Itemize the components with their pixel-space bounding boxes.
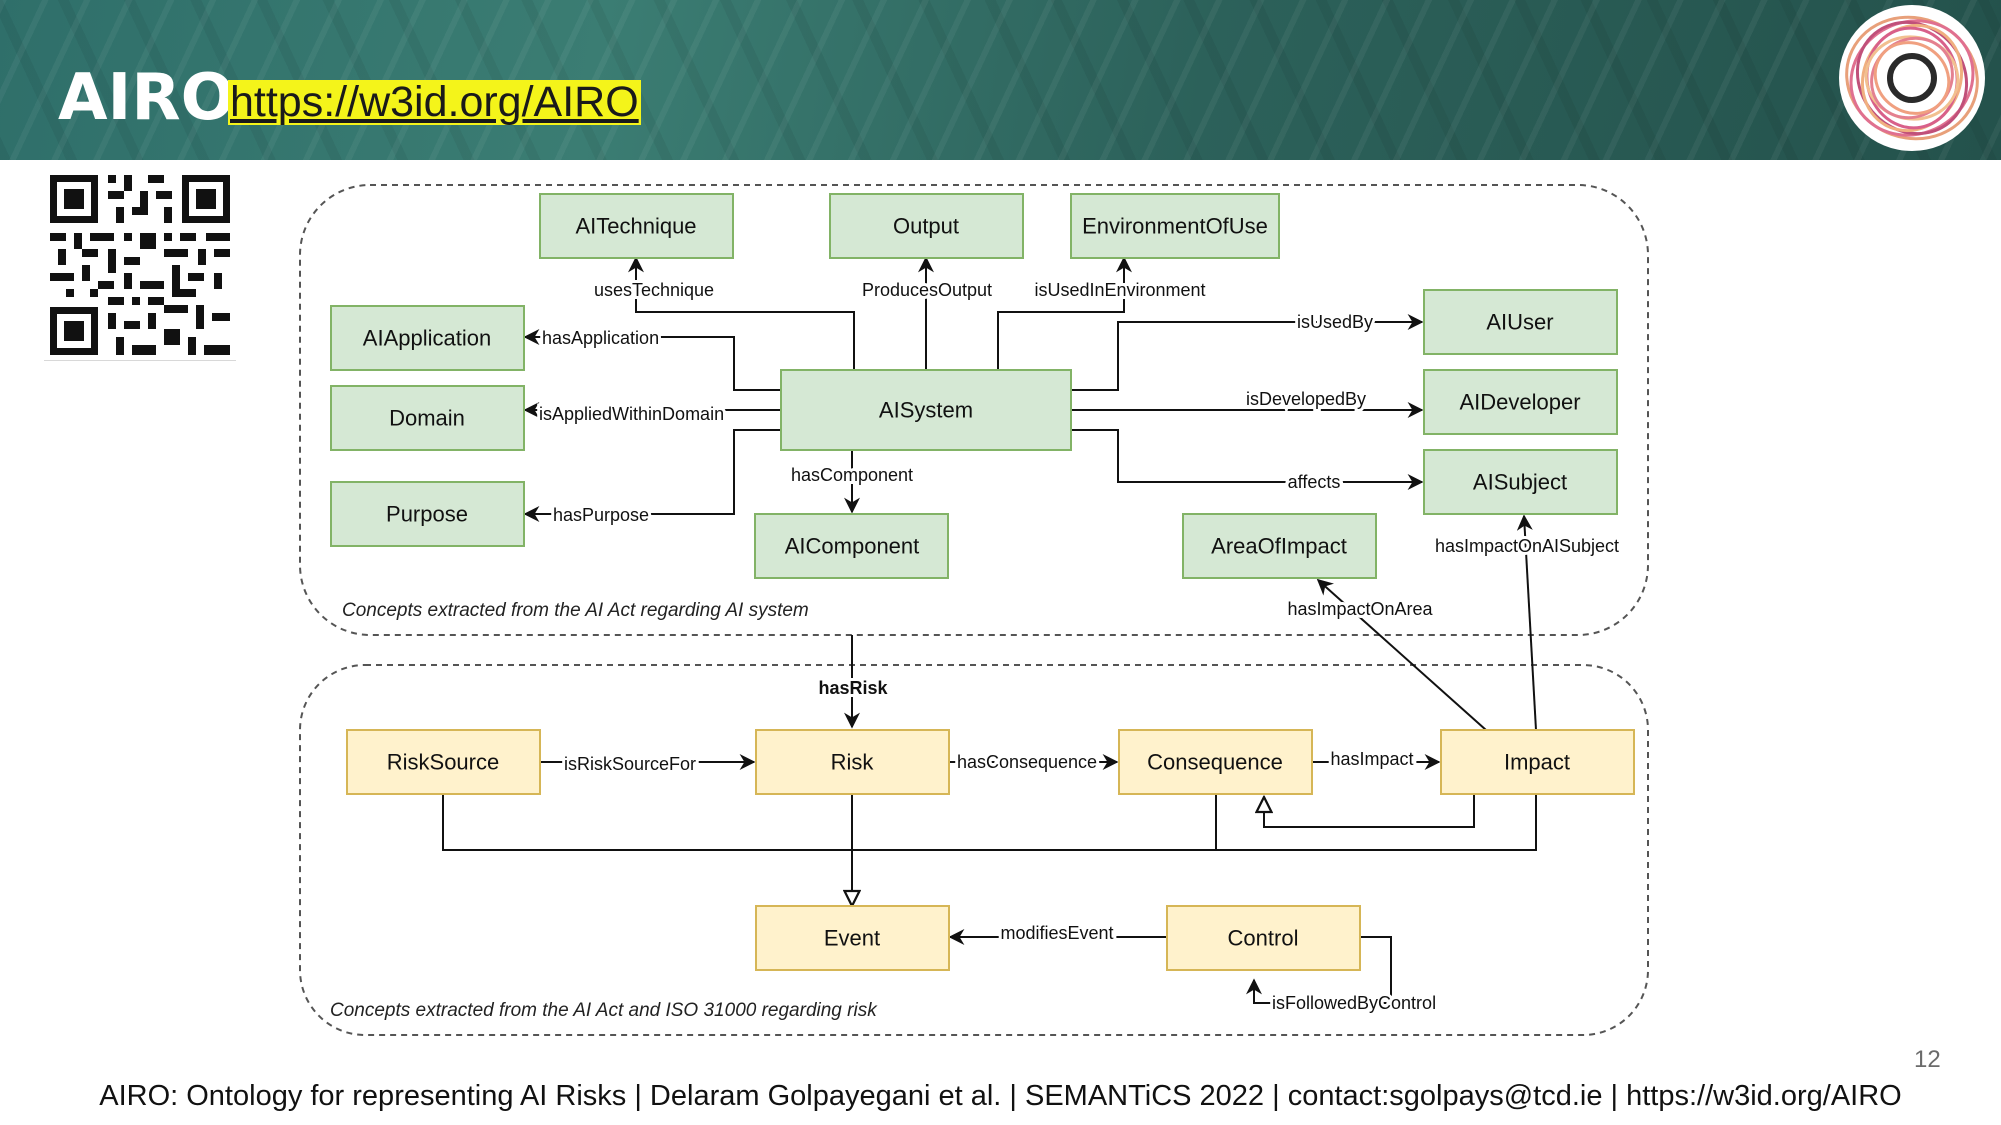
label-has-impact-on-ai-subject: hasImpactOnAISubject — [1435, 536, 1619, 556]
label-affects: affects — [1288, 472, 1341, 492]
slide-header: AIRO https://w3id.org/AIRO — [0, 0, 2001, 160]
node-area-of-impact-label: AreaOfImpact — [1211, 534, 1347, 559]
node-control — [1166, 905, 1361, 971]
label-uses-technique: usesTechnique — [594, 280, 714, 300]
bottom-group-caption: Concepts extracted from the AI Act and I… — [330, 1000, 878, 1021]
node-consequence-label: Consequence — [1147, 750, 1283, 775]
node-environment-of-use-label: EnvironmentOfUse — [1082, 214, 1268, 239]
node-purpose — [330, 481, 525, 547]
node-environment-of-use — [1070, 193, 1280, 259]
label-is-used-in-environment: isUsedInEnvironment — [1034, 280, 1205, 300]
label-has-impact-on-area: hasImpactOnArea — [1287, 599, 1433, 619]
node-ai-system-label: AISystem — [879, 398, 973, 423]
node-event — [755, 905, 950, 971]
edge-has-application — [523, 329, 781, 391]
label-is-used-by: isUsedBy — [1297, 312, 1373, 332]
top-group-caption: Concepts extracted from the AI Act regar… — [342, 600, 809, 621]
label-is-applied-within-domain: isAppliedWithinDomain — [539, 404, 724, 424]
node-ai-component — [754, 513, 949, 579]
edge-to-event — [442, 795, 1537, 906]
slide-title: AIRO — [58, 61, 236, 135]
edge-affects — [1071, 429, 1424, 490]
node-ai-user-label: AIUser — [1486, 310, 1553, 335]
edge-uses-technique — [628, 256, 855, 370]
airo-logo-icon — [1839, 5, 1985, 151]
label-has-purpose: hasPurpose — [553, 505, 649, 525]
label-produces-output: ProducesOutput — [862, 280, 992, 300]
node-ai-developer — [1423, 369, 1618, 435]
node-ai-subject-label: AISubject — [1473, 470, 1567, 495]
label-has-component: hasComponent — [791, 465, 913, 485]
edge-is-used-by — [1071, 314, 1424, 391]
qr-divider — [44, 360, 236, 361]
node-ai-technique — [539, 193, 734, 259]
node-risk-source-label: RiskSource — [387, 750, 499, 775]
node-risk — [755, 729, 950, 795]
node-control-label: Control — [1228, 926, 1299, 951]
node-risk-source — [346, 729, 541, 795]
node-ai-system — [780, 369, 1072, 451]
node-output — [829, 193, 1024, 259]
node-risk-label: Risk — [831, 750, 875, 775]
edge-is-followed-by-control — [1246, 936, 1392, 1004]
edge-is-used-in-environment — [997, 256, 1132, 370]
edge-impact-loop — [1264, 795, 1475, 828]
page-number: 12 — [1914, 1046, 1941, 1073]
label-is-developed-by: isDevelopedBy — [1246, 389, 1366, 409]
node-output-label: Output — [893, 214, 959, 239]
qr-code-icon — [50, 175, 230, 355]
edge-has-impact-on-ai-subject — [1516, 514, 1537, 731]
label-modifies-event: modifiesEvent — [1000, 923, 1113, 943]
node-area-of-impact — [1182, 513, 1377, 579]
edge-has-impact-on-area — [1316, 578, 1487, 731]
node-ai-component-label: AIComponent — [785, 534, 920, 559]
node-purpose-label: Purpose — [386, 502, 468, 527]
airo-url-link[interactable]: https://w3id.org/AIRO — [228, 78, 641, 126]
node-ai-user — [1423, 289, 1618, 355]
risk-group — [299, 664, 1649, 1036]
node-ai-application — [330, 305, 525, 371]
node-ai-technique-label: AITechnique — [575, 214, 696, 239]
node-domain-label: Domain — [389, 406, 465, 431]
node-consequence — [1118, 729, 1313, 795]
label-has-consequence: hasConsequence — [957, 752, 1097, 772]
edge-has-purpose — [523, 429, 781, 522]
label-is-followed-by-control: isFollowedByControl — [1272, 993, 1436, 1013]
node-ai-subject — [1423, 449, 1618, 515]
label-has-application: hasApplication — [542, 328, 659, 348]
label-is-risk-source-for: isRiskSourceFor — [564, 754, 696, 774]
node-event-label: Event — [824, 926, 880, 951]
node-impact-label: Impact — [1504, 750, 1570, 775]
slide-footer: AIRO: Ontology for representing AI Risks… — [99, 1080, 1902, 1112]
node-ai-developer-label: AIDeveloper — [1459, 390, 1580, 415]
node-impact — [1440, 729, 1635, 795]
label-has-risk: hasRisk — [818, 678, 888, 698]
node-domain — [330, 385, 525, 451]
label-has-impact: hasImpact — [1330, 749, 1413, 769]
node-ai-application-label: AIApplication — [363, 326, 491, 351]
